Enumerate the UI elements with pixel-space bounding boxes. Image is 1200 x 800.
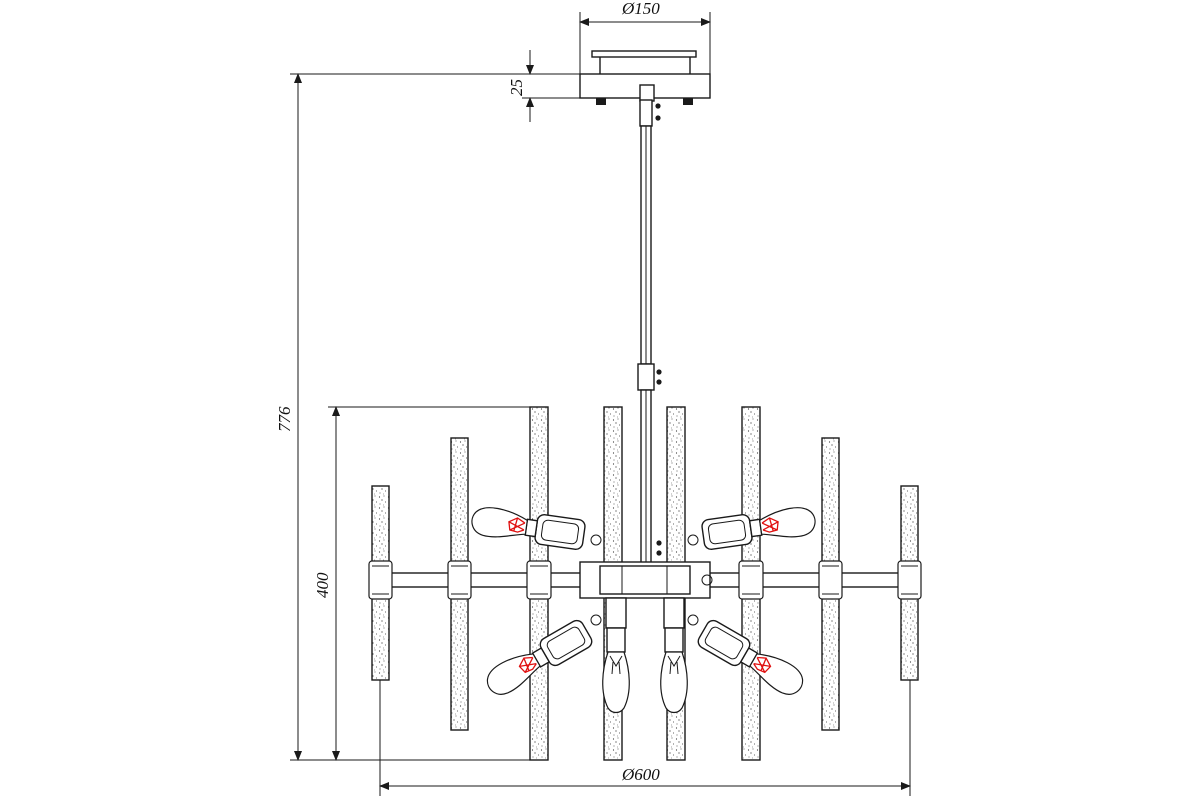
ceiling-canopy	[579, 50, 711, 105]
dimension-canopy-diameter: Ø150	[579, 0, 711, 74]
bulb-lower-right	[697, 619, 804, 695]
bulb-down-right	[660, 627, 688, 714]
bulb-upper-left	[471, 507, 586, 550]
rod-clamps	[368, 560, 922, 600]
bulb-upper-right	[701, 507, 816, 550]
canopy-height-label: 25	[507, 79, 526, 96]
dimension-fixture-diameter: Ø600	[379, 680, 911, 796]
bulb-lower-left	[486, 619, 593, 695]
bulb-down-left	[602, 627, 630, 714]
suspension-rod	[637, 99, 662, 567]
dimension-total-height: 776	[275, 73, 580, 761]
central-hub	[579, 534, 713, 629]
canopy-diameter-label: Ø150	[621, 0, 660, 18]
total-height-label: 776	[275, 406, 294, 432]
dimension-canopy-height: 25	[507, 50, 580, 122]
dimension-fixture-height: 400	[313, 406, 530, 761]
fixture-diameter-label: Ø600	[621, 765, 660, 784]
fixture-height-label: 400	[313, 572, 332, 598]
